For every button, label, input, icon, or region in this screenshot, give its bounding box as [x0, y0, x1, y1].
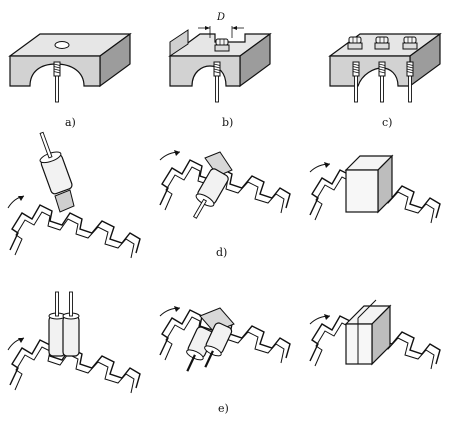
setup-e-left — [7, 291, 141, 394]
setup-e-middle — [159, 306, 291, 372]
setup-d-left — [7, 131, 141, 259]
setup-d-right — [309, 154, 441, 224]
fixture-block-a — [8, 32, 132, 103]
setup-d-middle — [159, 150, 291, 219]
fixture-block-b — [168, 26, 272, 103]
label-b: b) — [222, 116, 234, 129]
label-e: e) — [218, 402, 229, 415]
dimension-label: D — [217, 12, 226, 23]
setup-e-right — [309, 299, 441, 370]
label-d: d) — [216, 246, 228, 259]
fixture-block-c — [328, 32, 442, 103]
label-a: a) — [65, 116, 76, 129]
label-c: c) — [382, 116, 393, 129]
